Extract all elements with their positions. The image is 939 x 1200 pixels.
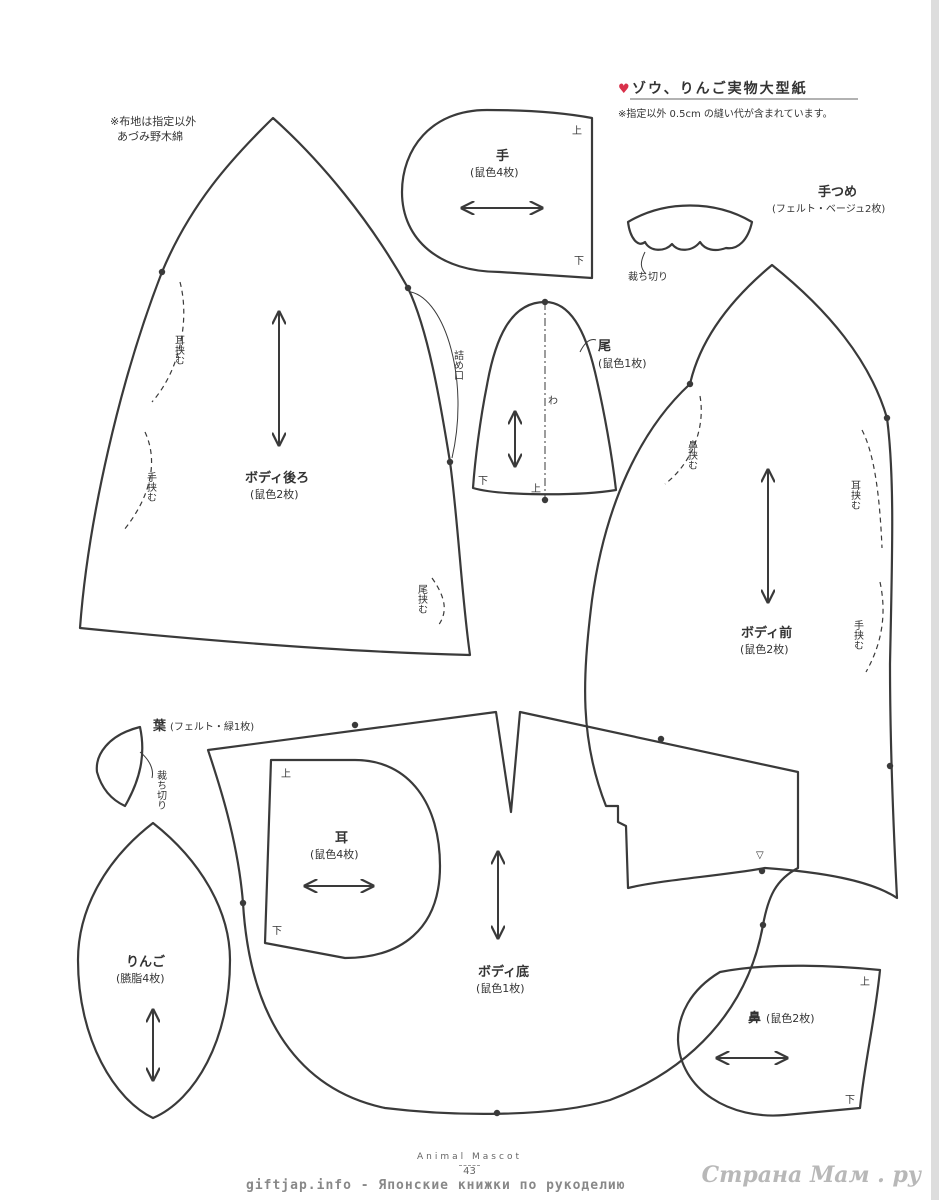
page-number: 43 (0, 1165, 939, 1177)
svg-text:わ: わ (548, 395, 558, 407)
svg-text:手挟む: 手挟む (852, 619, 864, 650)
page-edge-shadow (931, 0, 939, 1200)
svg-text:ボディ底: ボディ底 (478, 964, 529, 980)
svg-text:耳: 耳 (335, 831, 348, 846)
svg-text:▽: ▽ (756, 850, 764, 861)
footer-brand: Animal Mascot (417, 1152, 522, 1162)
svg-text:上: 上 (531, 483, 541, 495)
seam-allowance-note: ※指定以外 0.5cm の縫い代が含まれています。 (618, 107, 833, 120)
svg-text:手: 手 (496, 148, 509, 164)
piece-claw: 手つめ (フェルト・ベージュ2枚) 裁ち切り (626, 184, 885, 283)
svg-text:手つめ: 手つめ (818, 184, 857, 200)
svg-text:詰め口: 詰め口 (452, 349, 464, 380)
heart-icon: ♥ (618, 82, 630, 97)
svg-text:尾: 尾 (598, 339, 611, 354)
piece-tail: 尾 (鼠色1枚) わ 上 下 (471, 298, 647, 504)
fabric-note-1: ※布地は指定以外 (110, 114, 196, 128)
svg-text:(臙脂4枚): (臙脂4枚) (116, 971, 165, 985)
svg-text:(鼠色4枚): (鼠色4枚) (310, 847, 359, 861)
svg-text:耳挟む: 耳挟む (173, 335, 185, 365)
svg-text:下: 下 (574, 256, 584, 267)
svg-text:(鼠色2枚): (鼠色2枚) (250, 487, 299, 501)
svg-text:(鼠色2枚): (鼠色2枚) (740, 642, 789, 656)
piece-leaf: 葉 (フェルト・緑1枚) 裁ち切り (95, 718, 254, 810)
watermark-site-logo: Страна Мам . ру (701, 1162, 921, 1188)
svg-text:(鼠色1枚): (鼠色1枚) (476, 981, 525, 995)
svg-text:鼻挟む: 鼻挟む (686, 439, 698, 470)
watermark-giftjap: giftjap.info - Японские книжки по рукоде… (246, 1178, 626, 1193)
svg-text:手挟む: 手挟む (145, 471, 157, 502)
svg-text:葉: 葉 (152, 718, 167, 734)
svg-text:裁ち切り: 裁ち切り (628, 270, 668, 283)
svg-text:上: 上 (281, 768, 291, 780)
piece-hand: 手 (鼠色4枚) 上 下 (400, 108, 594, 280)
svg-text:りんご: りんご (126, 954, 166, 970)
piece-ear: 耳 (鼠色4枚) 上 下 (263, 758, 442, 960)
svg-text:(鼠色4枚): (鼠色4枚) (470, 165, 519, 179)
svg-text:耳挟む: 耳挟む (849, 480, 861, 510)
svg-text:上: 上 (572, 125, 582, 137)
svg-text:ボディ後ろ: ボディ後ろ (245, 470, 309, 486)
svg-text:下: 下 (272, 926, 282, 937)
piece-body-back: ボディ後ろ (鼠色2枚) 耳挟む 手挟む 尾挟む 詰め口 (78, 116, 472, 657)
svg-text:(フェルト・ベージュ2枚): (フェルト・ベージュ2枚) (772, 202, 885, 215)
svg-text:上: 上 (860, 976, 870, 988)
piece-body-bottom: ボディ底 (鼠色1枚) (206, 710, 800, 1117)
piece-apple: りんご (臙脂4枚) (76, 821, 232, 1120)
svg-text:鼻: 鼻 (748, 1010, 761, 1026)
svg-text:(鼠色1枚): (鼠色1枚) (598, 356, 647, 370)
svg-text:(鼠色2枚): (鼠色2枚) (766, 1011, 815, 1025)
svg-text:下: 下 (478, 476, 488, 487)
fabric-note-2: あづみ野木綿 (117, 129, 183, 143)
svg-text:ボディ前: ボディ前 (741, 625, 792, 641)
svg-text:裁ち切り: 裁ち切り (155, 769, 167, 810)
svg-text:(フェルト・緑1枚): (フェルト・緑1枚) (170, 720, 254, 733)
svg-text:下: 下 (845, 1095, 855, 1106)
pattern-title: ゾウ、りんご実物大型紙 (632, 80, 808, 97)
piece-nose: 鼻 (鼠色2枚) 上 下 (676, 964, 882, 1117)
piece-body-front: ボディ前 (鼠色2枚) 鼻挟む 耳挟む 手挟む ▽ (584, 263, 899, 900)
svg-text:尾挟む: 尾挟む (416, 584, 428, 614)
